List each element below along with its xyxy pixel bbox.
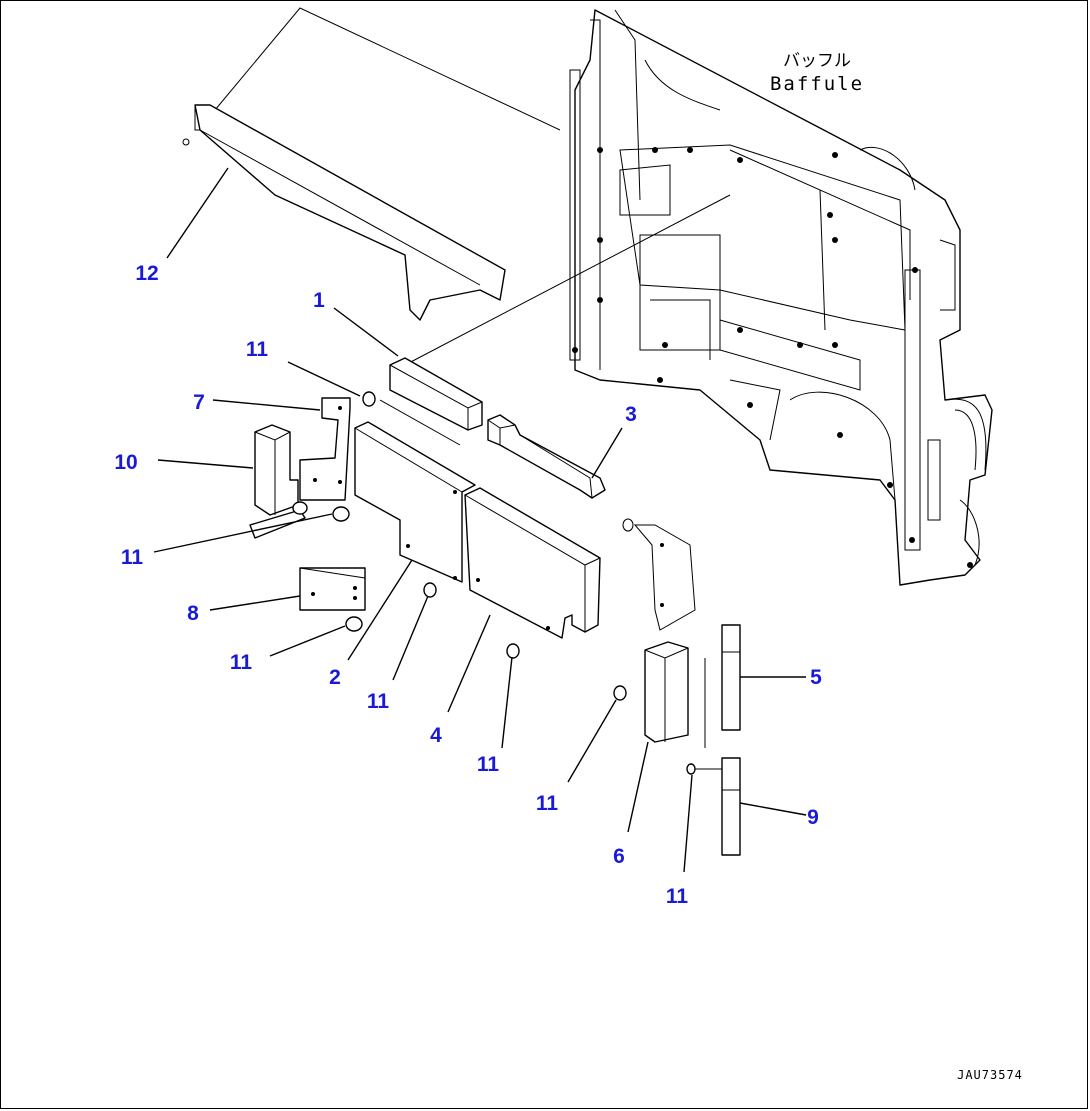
callout-11: 11 (477, 753, 500, 776)
part-4-panel (464, 487, 601, 639)
part-12-plate (182, 104, 506, 321)
callout-6: 6 (613, 845, 625, 868)
callout-11: 11 (367, 690, 390, 713)
callout-11: 11 (230, 651, 253, 674)
callout-11: 11 (121, 546, 144, 569)
callout-11: 11 (246, 338, 269, 361)
callout-7: 7 (193, 391, 205, 414)
callout-2: 2 (329, 666, 341, 689)
part-2-panel (354, 421, 476, 583)
callout-4: 4 (430, 724, 442, 747)
drawing-reference: JAU73574 (957, 1068, 1023, 1082)
part-11-grommet (249, 391, 376, 539)
assembly-leader (404, 194, 731, 366)
part-3-block (487, 414, 606, 499)
part-9-strip (695, 757, 741, 856)
callout-11: 11 (536, 792, 559, 815)
callout-12: 12 (135, 262, 158, 285)
assembly-leader (214, 7, 561, 131)
callout-8: 8 (187, 602, 199, 625)
part-8-plate (299, 567, 366, 611)
annotation-japanese: バッフル (783, 51, 851, 71)
callout-9: 9 (807, 806, 819, 829)
part-6-block (644, 641, 689, 743)
phantom-bracket (633, 524, 696, 631)
leader-lines (153, 167, 807, 873)
grommets (345, 518, 696, 775)
callout-1: 1 (313, 289, 325, 312)
part-10-bracket (254, 424, 299, 516)
callout-11: 11 (666, 885, 689, 908)
annotation-english: Baffule (770, 73, 864, 95)
part-7-bracket (299, 397, 351, 501)
part-1-block (379, 357, 483, 446)
callout-3: 3 (625, 403, 637, 426)
callout-5: 5 (810, 666, 822, 689)
part-5-strip (721, 624, 741, 731)
callout-10: 10 (114, 451, 137, 474)
machine-frame (569, 9, 993, 586)
